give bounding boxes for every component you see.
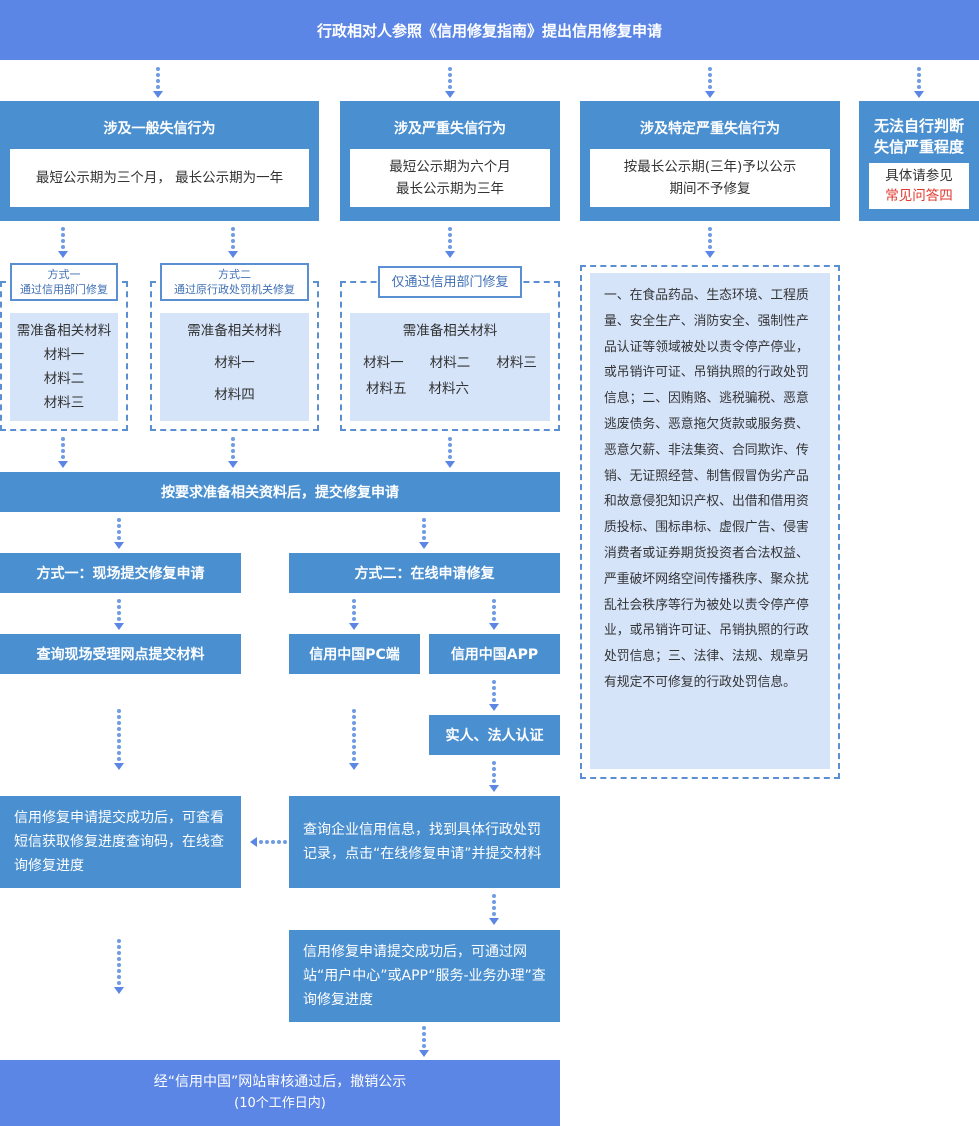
- connector: [58, 436, 68, 468]
- connector: [228, 436, 238, 468]
- connector: [349, 708, 359, 770]
- method-two-materials: 需准备相关材料 材料一 材料四: [160, 313, 309, 421]
- connector: [58, 226, 68, 258]
- category-title: 涉及严重失信行为: [394, 121, 506, 137]
- method-one-materials: 需准备相关材料 材料一 材料二 材料三: [10, 313, 118, 421]
- category-title-line: 失信严重程度: [873, 138, 964, 156]
- connector: [114, 708, 124, 770]
- material-item: 材料一: [363, 355, 404, 371]
- category-desc-line: 按最长公示期(三年)予以公示: [623, 159, 797, 175]
- category-title-line: 无法自行判断: [873, 117, 964, 135]
- material-item: 材料六: [428, 381, 470, 397]
- material-item: 材料五: [366, 381, 407, 397]
- special-list-text: 一、在食品药品、生态环境、工程质量、安全生产、消防安全、强制性产品认证等领域被处…: [604, 288, 809, 690]
- faq-link[interactable]: 常见问答四: [885, 188, 953, 204]
- method-label-line: 仅通过信用部门修复: [391, 274, 509, 290]
- materials-title: 需准备相关材料: [187, 323, 282, 339]
- online-pc-label: 信用中国PC端: [309, 647, 400, 663]
- online-auth-label: 实人、法人认证: [445, 728, 544, 744]
- connector: [114, 598, 124, 630]
- final-text: 经“信用中国”网站审核通过后，撤销公示: [153, 1074, 407, 1090]
- category-note: 具体请参见: [885, 168, 953, 184]
- category-desc-line: 最短公示期为六个月: [389, 159, 511, 175]
- material-item: 材料二: [43, 371, 85, 387]
- final-step: 经“信用中国”网站审核通过后，撤销公示 (10个工作日内): [0, 1060, 560, 1126]
- offline-method-label: 方式一：现场提交修复申请: [36, 566, 205, 582]
- online-pc: 信用中国PC端: [289, 634, 420, 674]
- connector: [914, 66, 924, 98]
- connector: [349, 598, 359, 630]
- offline-step: 查询现场受理网点提交材料: [0, 634, 241, 674]
- connector: [705, 66, 715, 98]
- method-three-materials: 需准备相关材料 材料一 材料二 材料三 材料五 材料六: [350, 313, 550, 421]
- submit-text: 按要求准备相关资料后，提交修复申请: [161, 485, 399, 501]
- connector: [445, 226, 455, 258]
- submit-step: 按要求准备相关资料后，提交修复申请: [0, 472, 560, 512]
- connector: [489, 760, 499, 792]
- category-desc-box: 最短公示期为六个月 最长公示期为三年: [350, 149, 550, 207]
- online-query-text: 查询企业信用信息，找到具体行政处罚记录，点击“在线修复申请”并提交材料: [303, 822, 542, 862]
- category-desc-line: 最长公示期为三年: [396, 181, 504, 197]
- connector: [489, 893, 499, 925]
- connector: [419, 517, 429, 549]
- online-query: 查询企业信用信息，找到具体行政处罚记录，点击“在线修复申请”并提交材料: [289, 796, 560, 888]
- category-desc-box: 最短公示期为三个月， 最长公示期为一年: [10, 149, 309, 207]
- offline-step-label: 查询现场受理网点提交材料: [36, 647, 205, 663]
- header-banner: 行政相对人参照《信用修复指南》提出信用修复申请: [0, 0, 979, 60]
- offline-done-text: 信用修复申请提交成功后，可查看短信获取修复进度查询码，在线查询修复进度: [14, 810, 224, 874]
- method-label-line: 方式一: [47, 268, 81, 281]
- online-done: 信用修复申请提交成功后，可通过网站“用户中心”或APP“服务-业务办理”查询修复…: [289, 930, 560, 1022]
- online-method-label: 方式二：在线申请修复: [354, 566, 495, 582]
- online-app: 信用中国APP: [429, 634, 560, 674]
- offline-method-title: 方式一：现场提交修复申请: [0, 553, 241, 593]
- category-general: 涉及一般失信行为 最短公示期为三个月， 最长公示期为一年: [0, 101, 319, 221]
- method-three-label: 仅通过信用部门修复: [378, 266, 522, 298]
- connector: [228, 226, 238, 258]
- material-item: 材料二: [429, 355, 471, 371]
- online-auth: 实人、法人认证: [429, 715, 560, 755]
- connector: [445, 66, 455, 98]
- material-item: 材料三: [43, 395, 85, 411]
- connector: [489, 598, 499, 630]
- materials-title: 需准备相关材料: [402, 323, 498, 339]
- category-special: 涉及特定严重失信行为 按最长公示期(三年)予以公示 期间不予修复: [580, 101, 840, 221]
- online-done-text: 信用修复申请提交成功后，可通过网站“用户中心”或APP“服务-业务办理”查询修复…: [303, 944, 546, 1008]
- header-title: 行政相对人参照《信用修复指南》提出信用修复申请: [316, 21, 662, 40]
- method-two-label: 方式二 通过原行政处罚机关修复: [160, 263, 309, 301]
- category-desc-line: 期间不予修复: [669, 181, 751, 197]
- special-list-panel: 一、在食品药品、生态环境、工程质量、安全生产、消防安全、强制性产品认证等领域被处…: [590, 273, 830, 769]
- method-label-line: 通过原行政处罚机关修复: [174, 283, 295, 296]
- connector: [419, 1025, 429, 1057]
- connector: [489, 679, 499, 711]
- materials-title: 需准备相关材料: [16, 323, 112, 339]
- connector: [705, 226, 715, 258]
- category-title: 涉及一般失信行为: [103, 121, 216, 137]
- material-item: 材料三: [496, 355, 537, 371]
- category-desc: 最短公示期为三个月， 最长公示期为一年: [35, 170, 284, 186]
- category-desc-box: 按最长公示期(三年)予以公示 期间不予修复: [590, 149, 830, 207]
- category-title: 涉及特定严重失信行为: [640, 121, 780, 137]
- material-item: 材料一: [43, 347, 85, 363]
- connector: [114, 938, 124, 994]
- offline-done: 信用修复申请提交成功后，可查看短信获取修复进度查询码，在线查询修复进度: [0, 796, 241, 888]
- online-app-label: 信用中国APP: [450, 647, 539, 663]
- connector: [445, 436, 455, 468]
- connector: [114, 517, 124, 549]
- category-note-box: 具体请参见 常见问答四: [869, 163, 969, 209]
- connector: [250, 837, 288, 847]
- material-item: 材料一: [214, 355, 255, 371]
- material-item: 材料四: [214, 387, 255, 403]
- online-method-title: 方式二：在线申请修复: [289, 553, 560, 593]
- connector: [153, 66, 163, 98]
- category-unknown: 无法自行判断 失信严重程度 具体请参见 常见问答四: [859, 101, 979, 221]
- method-label-line: 通过信用部门修复: [20, 283, 108, 296]
- category-serious: 涉及严重失信行为 最短公示期为六个月 最长公示期为三年: [340, 101, 560, 221]
- final-subtext: (10个工作日内): [234, 1096, 326, 1111]
- method-one-label: 方式一 通过信用部门修复: [10, 263, 118, 301]
- method-label-line: 方式二: [218, 268, 251, 281]
